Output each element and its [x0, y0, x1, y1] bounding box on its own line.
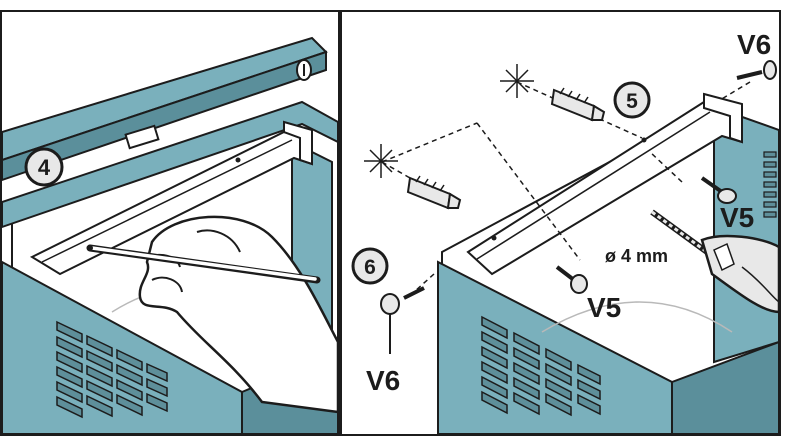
step-6-number: 6: [364, 256, 376, 279]
screw-label-v6-left: V6: [366, 365, 400, 396]
vent-grille: [56, 320, 168, 419]
drill-point-marker-icon: [500, 64, 534, 98]
step-5-number: 5: [626, 90, 638, 113]
pencil-icon: [86, 244, 321, 284]
step-4-panel: 4: [0, 10, 340, 436]
screw-label-v6-top: V6: [737, 29, 771, 60]
drill-icon: [650, 209, 779, 314]
step-5-6-drawing: V6 V5 V5 V6 ø 4 mm 5 6: [351, 29, 779, 434]
spirit-level-icon: [2, 36, 328, 182]
hand-icon: [138, 215, 338, 414]
cabinet-rim: [2, 100, 338, 229]
rail-end-cap: [703, 92, 743, 144]
step-4-drawing: 4: [2, 36, 338, 434]
wall-plug-icon: [550, 87, 606, 122]
side-vent-grille: [763, 151, 777, 218]
drill-point-marker-icon: [364, 144, 398, 178]
step-6-badge: 6: [351, 247, 389, 285]
vent-grille: [481, 315, 601, 417]
screw-icon: [736, 60, 777, 80]
step-5-6-panel: V6 V5 V5 V6 ø 4 mm 5 6: [340, 10, 781, 436]
cabinet-side: [671, 340, 779, 434]
step-4-badge: 4: [24, 147, 64, 187]
cabinet-inner-wall: [713, 105, 779, 364]
screw-icon: [555, 265, 588, 294]
step-4-number: 4: [38, 155, 51, 180]
drill-size-label: ø 4 mm: [605, 246, 668, 266]
screw-label-v5-right: V5: [720, 202, 754, 233]
wall-plug-icon: [406, 175, 462, 210]
step-5-badge: 5: [613, 81, 651, 119]
screw-icon: [700, 176, 737, 204]
screw-label-v5-center: V5: [587, 292, 621, 323]
rail-end-cap: [283, 120, 313, 166]
screw-icon: [380, 286, 425, 354]
